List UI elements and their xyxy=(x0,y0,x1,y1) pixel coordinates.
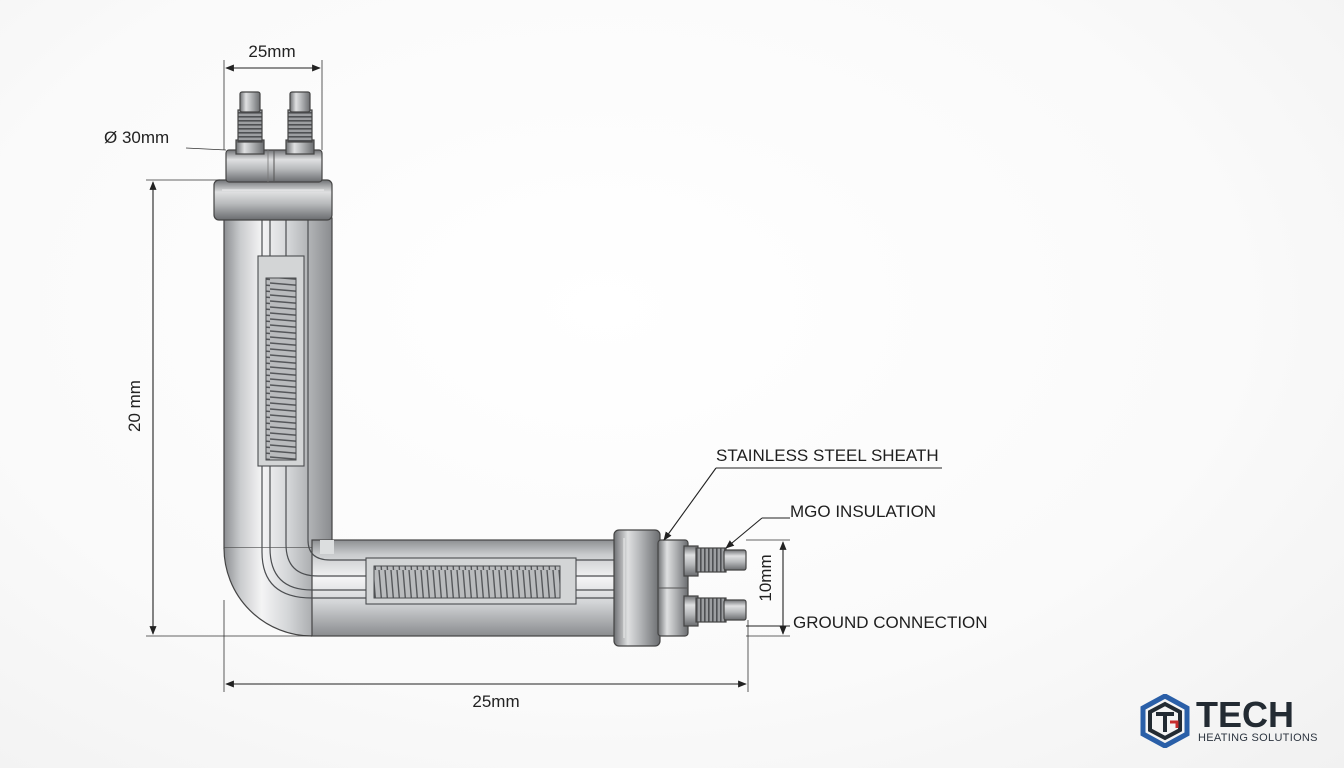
horizontal-heating-coil xyxy=(365,557,577,605)
terminal-spacing-label: 10mm xyxy=(756,554,775,601)
inner-conductor xyxy=(261,218,618,599)
logo-tagline: HEATING SOLUTIONS xyxy=(1198,732,1318,744)
bottom-length-label: 25mm xyxy=(472,692,519,711)
callout-insulation: MGO INSULATION xyxy=(725,502,936,549)
right-flange xyxy=(613,529,689,647)
callout-ground: GROUND CONNECTION xyxy=(746,613,988,632)
company-logo: TECH HEATING SOLUTIONS xyxy=(1140,692,1330,752)
dimension-diameter: Ø 30mm xyxy=(104,128,227,151)
dimension-bottom-length: 25mm xyxy=(223,600,749,711)
sheath-label: STAINLESS STEEL SHEATH xyxy=(716,446,939,465)
height-label: 20 mm xyxy=(125,380,144,432)
callout-sheath: STAINLESS STEEL SHEATH xyxy=(663,446,942,541)
top-terminal-left xyxy=(235,91,265,155)
top-flange xyxy=(213,149,333,221)
insulation-label: MGO INSULATION xyxy=(790,502,936,521)
dimension-height: 20 mm xyxy=(125,179,312,637)
logo-name: TECH xyxy=(1196,694,1294,735)
top-width-label: 25mm xyxy=(248,42,295,61)
right-terminal-bottom xyxy=(683,595,747,627)
hexagon-tg-logo-icon xyxy=(1140,694,1190,748)
vertical-heating-coil xyxy=(257,255,305,467)
dimension-top-width: 25mm xyxy=(223,42,323,150)
diameter-label: Ø 30mm xyxy=(104,128,169,147)
dimension-terminal-spacing: 10mm xyxy=(746,539,790,637)
top-terminal-right xyxy=(285,91,315,155)
right-terminal-top xyxy=(683,545,747,577)
ground-label: GROUND CONNECTION xyxy=(793,613,988,632)
